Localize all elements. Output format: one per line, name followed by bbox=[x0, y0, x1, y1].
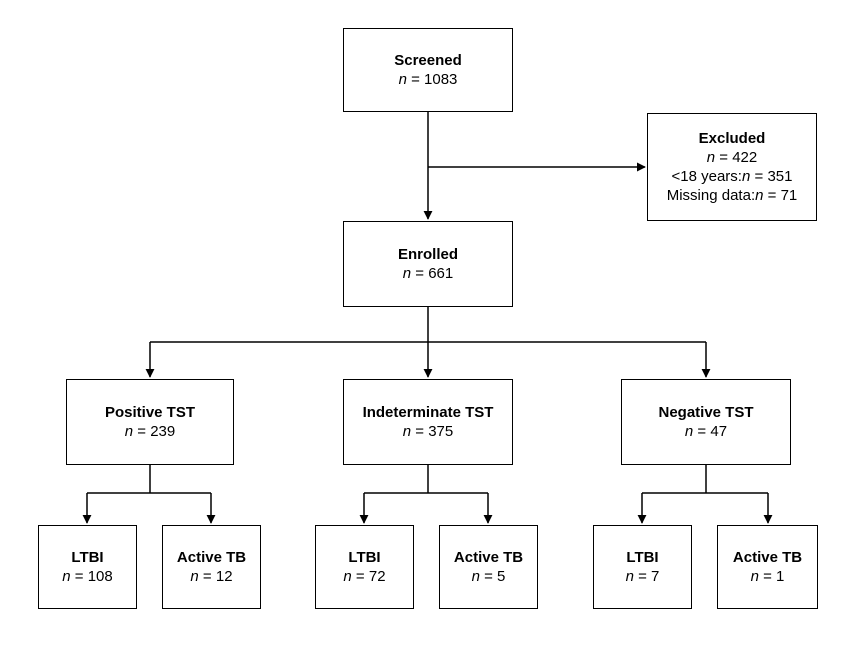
excluded-box: Excluded n = 422 <18 years:n = 351 Missi… bbox=[647, 113, 817, 221]
box-title: Active TB bbox=[453, 549, 524, 566]
enrolled-box: Enrolled n = 661 bbox=[343, 221, 513, 307]
box-title: Enrolled bbox=[397, 246, 458, 263]
box-count: n = 72 bbox=[343, 568, 386, 585]
box-count: n = 12 bbox=[190, 568, 233, 585]
box-count: n = 239 bbox=[124, 423, 176, 440]
box-title: Negative TST bbox=[658, 404, 754, 421]
excluded-under-18: <18 years:n = 351 bbox=[671, 168, 793, 185]
screened-box: Screened n = 1083 bbox=[343, 28, 513, 112]
box-title: Active TB bbox=[732, 549, 803, 566]
box-count: n = 47 bbox=[684, 423, 728, 440]
positive-active-tb-box: Active TB n = 12 bbox=[162, 525, 261, 609]
negative-active-tb-box: Active TB n = 1 bbox=[717, 525, 818, 609]
box-title: Positive TST bbox=[104, 404, 196, 421]
negative-ltbi-box: LTBI n = 7 bbox=[593, 525, 692, 609]
box-count: n = 108 bbox=[62, 568, 113, 585]
indeterminate-ltbi-box: LTBI n = 72 bbox=[315, 525, 414, 609]
box-title: Screened bbox=[394, 52, 462, 69]
box-count: n = 375 bbox=[402, 423, 454, 440]
indeterminate-active-tb-box: Active TB n = 5 bbox=[439, 525, 538, 609]
box-title: LTBI bbox=[348, 549, 381, 566]
box-title: Indeterminate TST bbox=[362, 404, 494, 421]
box-title: Excluded bbox=[698, 130, 766, 147]
box-title: LTBI bbox=[626, 549, 659, 566]
box-count: n = 7 bbox=[625, 568, 660, 585]
positive-ltbi-box: LTBI n = 108 bbox=[38, 525, 137, 609]
positive-tst-box: Positive TST n = 239 bbox=[66, 379, 234, 465]
indeterminate-tst-box: Indeterminate TST n = 375 bbox=[343, 379, 513, 465]
box-title: LTBI bbox=[71, 549, 104, 566]
excluded-missing-data: Missing data:n = 71 bbox=[666, 187, 798, 204]
box-count: n = 1083 bbox=[398, 71, 458, 88]
box-count: n = 422 bbox=[706, 149, 758, 166]
box-count: n = 1 bbox=[750, 568, 785, 585]
box-title: Active TB bbox=[176, 549, 247, 566]
box-count: n = 5 bbox=[471, 568, 506, 585]
box-count: n = 661 bbox=[402, 265, 454, 282]
negative-tst-box: Negative TST n = 47 bbox=[621, 379, 791, 465]
